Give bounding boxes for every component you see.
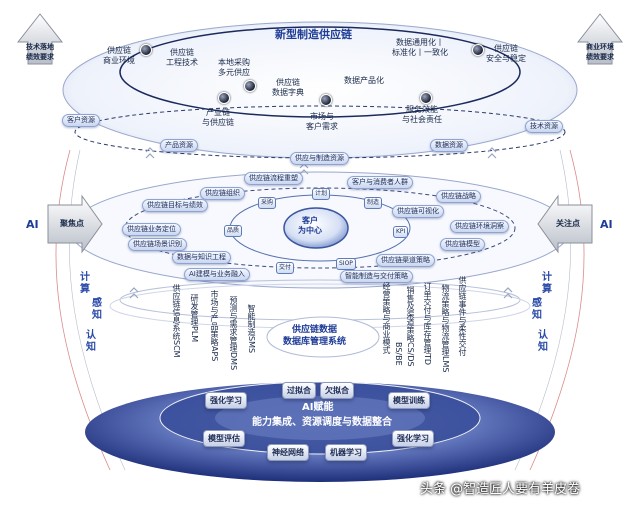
top-node-dot: [320, 94, 332, 106]
attention-point-arrow: 关注点: [556, 219, 580, 228]
db-right-col-event: 供应链事件与柔性交付: [458, 276, 467, 356]
label-goals: 供应链目标与绩效: [142, 199, 208, 212]
segment-overfit: 过拟合: [282, 382, 316, 399]
label-env-insight: 供应链环境洞察: [450, 220, 509, 233]
db-left-col-sms: 智能制造SMS: [247, 304, 256, 354]
top-node-dot: [244, 80, 256, 92]
resource-technology: 技术资源: [525, 120, 563, 133]
chip-kpi: KPI: [393, 226, 409, 238]
right-side-char: 感: [532, 298, 542, 309]
right-side-char: 知: [532, 310, 542, 321]
focus-point-arrow: 聚焦点: [60, 219, 84, 228]
top-node-security: 供应链 安全与稳定: [486, 44, 526, 63]
ai-left-label: AI: [26, 218, 39, 231]
label-ai-modeling: AI建模与业务融入: [184, 268, 250, 281]
chip-delivery: 交付: [276, 262, 295, 274]
customer-center: 客户 为中心: [298, 216, 322, 235]
chip-purchase: 采购: [258, 197, 277, 209]
label-scene: 供应链场景识别: [128, 238, 187, 251]
top-node-engineering: 供应链 工程技术: [166, 48, 198, 67]
right-side-text-2: 感 知: [530, 298, 544, 322]
top-title: 新型制造供应链: [275, 28, 352, 41]
top-node-service: 服务效能 与社会责任: [402, 105, 442, 124]
label-strategy: 供应链战略: [436, 190, 481, 203]
top-node-data-standard: 数据通用化丨 标准化丨一致化: [392, 38, 448, 57]
top-node-data-productize: 数据产品化: [344, 76, 384, 85]
db-left-col-aps: 市场与产品策略APS: [210, 290, 219, 362]
chip-plan: 计划: [312, 188, 331, 200]
label-channel: 供应链渠道策略: [376, 254, 435, 267]
left-side-char: 知: [86, 342, 96, 353]
db-right-col-td: 订单交付与库存管理TD: [423, 282, 432, 366]
resource-product: 产品资源: [160, 139, 198, 152]
db-left-col-dms: 预测与需求管理DMS: [229, 296, 238, 371]
left-side-text-3: 认 知: [84, 330, 98, 354]
label-process-reshape: 供应链流程重塑: [244, 172, 303, 185]
ai-right-label: AI: [600, 218, 613, 231]
right-side-text: 计 算: [540, 272, 554, 296]
left-side-char: 感: [92, 298, 102, 309]
right-side-char: 计: [542, 272, 552, 283]
label-organization: 供应链组织: [200, 187, 245, 200]
chip-manufacture: 制造: [364, 197, 383, 209]
chip-quality: 品质: [224, 225, 243, 237]
segment-neural-network: 神经网络: [267, 444, 309, 461]
segment-underfit: 欠拟合: [320, 382, 354, 399]
right-side-text-3: 认 知: [536, 330, 550, 354]
segment-reinforcement-1: 强化学习: [205, 392, 247, 409]
label-visualization: 供应链可视化: [392, 205, 444, 218]
bottom-title: AI赋能: [302, 402, 334, 413]
right-side-char: 知: [538, 342, 548, 353]
top-node-dot: [218, 92, 230, 104]
tech-performance-arrow: 技术落地 绩效要求: [26, 43, 54, 61]
label-knowledge: 数据与知识工程: [172, 251, 231, 264]
segment-model-training: 模型训练: [388, 392, 430, 409]
top-node-business-env: 供应链 商业环境: [103, 46, 135, 65]
bottom-subtitle: 能力集成、资源调度与数据整合: [252, 417, 392, 428]
db-right-col-lms: 物流策略与物流管理LMS: [441, 284, 450, 373]
resource-customer: 客户资源: [62, 114, 100, 127]
business-performance-arrow: 商业环境 绩效要求: [586, 43, 614, 61]
left-side-char: 知: [92, 310, 102, 321]
segment-model-eval: 模型评估: [203, 430, 245, 447]
right-side-char: 认: [538, 330, 548, 341]
top-node-dot: [472, 44, 484, 56]
left-side-char: 算: [80, 284, 90, 295]
db-left-col-scm: 供应链信息系统SCM: [172, 284, 181, 358]
db-right-col-bs: BS/BE: [394, 342, 403, 366]
left-side-text-2: 感 知: [90, 298, 104, 322]
segment-machine-learning: 机器学习: [325, 444, 367, 461]
left-side-text: 计 算: [78, 272, 92, 296]
label-smart-delivery: 智能制造与交付策略: [340, 270, 413, 283]
top-node-dot: [420, 92, 432, 104]
db-left-col-plm: 研发管理PLM: [190, 294, 199, 343]
top-node-dot: [140, 44, 152, 56]
right-side-char: 算: [542, 284, 552, 295]
left-side-char: 计: [80, 272, 90, 283]
top-node-local-purchase: 本地采购 多元供应: [218, 58, 250, 77]
top-node-market: 市场与 客户需求: [306, 112, 338, 131]
chip-siop: SIOP: [336, 258, 356, 270]
resource-manufacturing: 供应与制造资源: [290, 152, 349, 165]
left-side-char: 认: [86, 330, 96, 341]
db-title: 供应链数据 数据库管理系统: [283, 325, 347, 347]
top-node-data-dictionary: 供应链 数据字典: [272, 78, 304, 97]
label-positioning: 供应链业务定位: [122, 223, 181, 236]
top-node-industry-chain: 产业链 与供应链: [202, 108, 234, 127]
db-right-col-cs: 销售及渠道策略CS/DS: [406, 286, 415, 367]
label-customer-group: 客户与消费者人群: [347, 176, 413, 189]
resource-data: 数据资源: [430, 139, 468, 152]
watermark: 头条 @智造匠人要有羊皮卷: [420, 482, 581, 497]
segment-reinforcement-2: 强化学习: [392, 430, 434, 447]
label-model: 供应链模型: [440, 238, 485, 251]
db-right-col-strategy: 经营策略与商业模式: [382, 282, 391, 354]
